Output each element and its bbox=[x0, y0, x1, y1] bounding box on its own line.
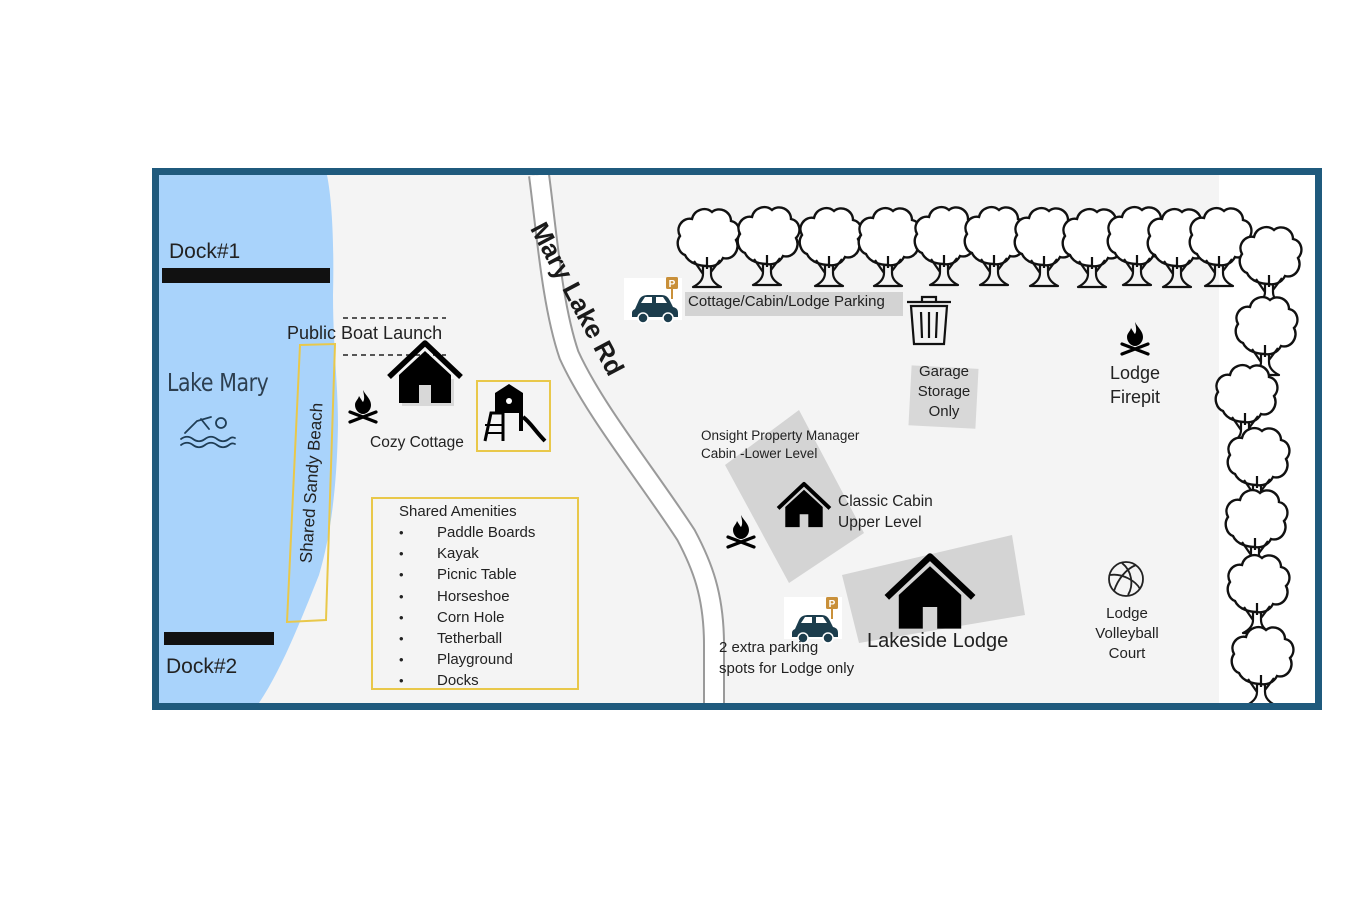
land-area bbox=[159, 175, 1315, 703]
volleyball-line-3: Court bbox=[1108, 645, 1146, 662]
dock-1 bbox=[162, 268, 330, 283]
manager-cabin-pad bbox=[725, 410, 864, 583]
list-item: Picnic Table bbox=[399, 564, 577, 585]
lodge-firepit-label: Lodge Firepit bbox=[1105, 361, 1165, 409]
list-item: Corn Hole bbox=[399, 607, 577, 628]
list-item: Paddle Boards bbox=[399, 522, 577, 543]
lakeside-lodge-label: Lakeside Lodge bbox=[867, 630, 1009, 652]
swimmer-icon bbox=[180, 416, 236, 449]
list-item: Tetherball bbox=[399, 628, 577, 649]
list-item: Docks bbox=[399, 670, 577, 691]
extra-parking-line-2: spots for Lodge only bbox=[719, 660, 855, 677]
playground-icon bbox=[483, 384, 547, 443]
trash-can-icon bbox=[907, 295, 951, 346]
garage-label: Garage Storage Only bbox=[914, 362, 974, 422]
firepit-line-2: Firepit bbox=[1109, 387, 1160, 407]
parking-label-bg bbox=[685, 292, 903, 316]
garage-line-3: Only bbox=[928, 403, 960, 420]
amenities-list: Paddle Boards Kayak Picnic Table Horsesh… bbox=[399, 522, 577, 692]
volleyball-icon bbox=[1108, 561, 1144, 597]
firepit-line-1: Lodge bbox=[1109, 363, 1161, 383]
extra-parking-line-1: 2 extra parking bbox=[719, 639, 819, 656]
volleyball-label: Lodge Volleyball Court bbox=[1077, 604, 1177, 664]
garage-pad bbox=[908, 365, 979, 429]
volleyball-line-2: Volleyball bbox=[1095, 625, 1159, 642]
lake bbox=[159, 175, 338, 703]
dock-1-label: Dock#1 bbox=[169, 240, 241, 263]
amenities-title: Shared Amenities bbox=[399, 503, 517, 520]
amenities-box: Shared Amenities Paddle Boards Kayak Pic… bbox=[371, 497, 579, 692]
map-canvas: P bbox=[159, 175, 1315, 703]
classic-line-2: Upper Level bbox=[838, 514, 922, 531]
lake-name: Lake Mary bbox=[167, 368, 269, 397]
volleyball-line-1: Lodge bbox=[1106, 605, 1148, 622]
boat-launch-label: Public Boat Launch bbox=[287, 323, 443, 343]
playground-box bbox=[476, 380, 551, 452]
cozy-cottage-label: Cozy Cottage bbox=[370, 434, 464, 451]
road bbox=[530, 175, 723, 703]
dock-2 bbox=[164, 632, 274, 645]
list-item: Horseshoe bbox=[399, 586, 577, 607]
list-item: Playground bbox=[399, 649, 577, 670]
manager-line-2: Cabin -Lower Level bbox=[701, 446, 818, 461]
property-map: P bbox=[152, 168, 1322, 710]
main-parking-label: Cottage/Cabin/Lodge Parking bbox=[688, 293, 885, 310]
classic-line-1: Classic Cabin bbox=[838, 493, 933, 510]
extra-parking-label: 2 extra parking spots for Lodge only bbox=[719, 637, 854, 679]
garage-line-1: Garage bbox=[918, 363, 970, 380]
garage-line-2: Storage bbox=[917, 383, 971, 400]
manager-cabin-label: Onsight Property Manager Cabin -Lower Le… bbox=[701, 427, 859, 463]
classic-cabin-label: Classic Cabin Upper Level bbox=[838, 491, 933, 533]
dock-2-label: Dock#2 bbox=[166, 655, 238, 678]
beach-outline bbox=[285, 342, 337, 624]
list-item: Kayak bbox=[399, 543, 577, 564]
manager-line-1: Onsight Property Manager bbox=[701, 428, 860, 443]
